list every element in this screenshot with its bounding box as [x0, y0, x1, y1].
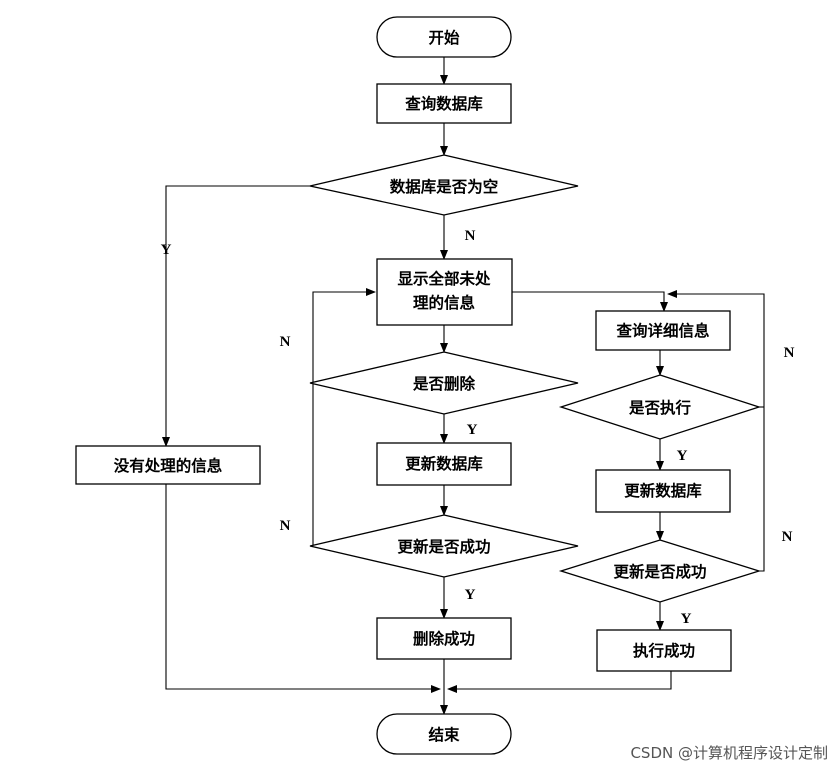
- label-empty-no: N: [465, 228, 476, 244]
- node-db-empty-decision: 数据库是否为空: [309, 154, 579, 216]
- node-execute-decision: 是否执行: [558, 374, 762, 440]
- node-update-db-right: 更新数据库: [595, 469, 731, 513]
- edge-show-to-detail: [512, 291, 668, 312]
- node-execute-ok-label: 执行成功: [633, 641, 695, 660]
- node-query-detail-label: 查询详细信息: [616, 321, 710, 340]
- node-no-unprocessed: 没有处理的信息: [75, 445, 261, 485]
- label-update-right-no: N: [782, 529, 793, 545]
- csdn-watermark: CSDN @计算机程序设计定制: [630, 744, 828, 762]
- label-execute-no: N: [784, 345, 795, 361]
- edge-executed-to-end: [447, 671, 672, 693]
- node-delete-ok-label: 删除成功: [413, 629, 475, 648]
- node-start-label: 开始: [428, 28, 460, 47]
- node-update-db-left: 更新数据库: [376, 442, 512, 486]
- edge-empty-yes-to-none: [162, 185, 310, 447]
- node-execute-decision-label: 是否执行: [628, 398, 692, 417]
- node-show-unprocessed: 显示全部未处 理的信息: [376, 258, 513, 326]
- edge-right-loop-back: [667, 290, 765, 572]
- node-update-ok-left-label: 更新是否成功: [397, 537, 490, 556]
- node-end: 结束: [376, 713, 512, 755]
- label-update-left-no: N: [280, 518, 291, 534]
- node-db-empty-label: 数据库是否为空: [390, 177, 499, 196]
- node-update-ok-left-decision: 更新是否成功: [309, 514, 579, 578]
- node-update-ok-right-decision: 更新是否成功: [558, 539, 762, 603]
- node-delete-decision: 是否删除: [309, 351, 579, 415]
- label-delete-no: N: [280, 334, 291, 350]
- node-update-ok-right-label: 更新是否成功: [613, 562, 706, 581]
- label-update-left-yes: Y: [465, 587, 476, 603]
- node-start: 开始: [376, 16, 512, 58]
- label-execute-yes: Y: [677, 448, 688, 464]
- label-delete-yes: Y: [467, 422, 478, 438]
- node-end-label: 结束: [427, 725, 460, 744]
- node-query-db: 查询数据库: [376, 83, 512, 124]
- node-update-db-right-label: 更新数据库: [624, 481, 702, 500]
- edge-none-to-end: [165, 484, 441, 693]
- edge-left-loop-back: [310, 288, 376, 547]
- node-show-unprocessed-line2: 理的信息: [413, 293, 476, 312]
- node-no-unprocessed-label: 没有处理的信息: [114, 456, 223, 475]
- node-delete-decision-label: 是否删除: [412, 374, 476, 393]
- node-execute-ok: 执行成功: [596, 629, 732, 672]
- label-empty-yes: Y: [161, 242, 172, 258]
- node-query-detail: 查询详细信息: [595, 310, 731, 351]
- node-delete-ok: 删除成功: [376, 617, 512, 660]
- label-update-right-yes: Y: [681, 611, 692, 627]
- node-show-unprocessed-line1: 显示全部未处: [397, 269, 491, 288]
- flow-edges: [162, 57, 765, 715]
- node-update-db-left-label: 更新数据库: [405, 454, 483, 473]
- branch-labels: Y N N Y N Y Y N N Y: [161, 228, 795, 627]
- node-query-db-label: 查询数据库: [405, 94, 483, 113]
